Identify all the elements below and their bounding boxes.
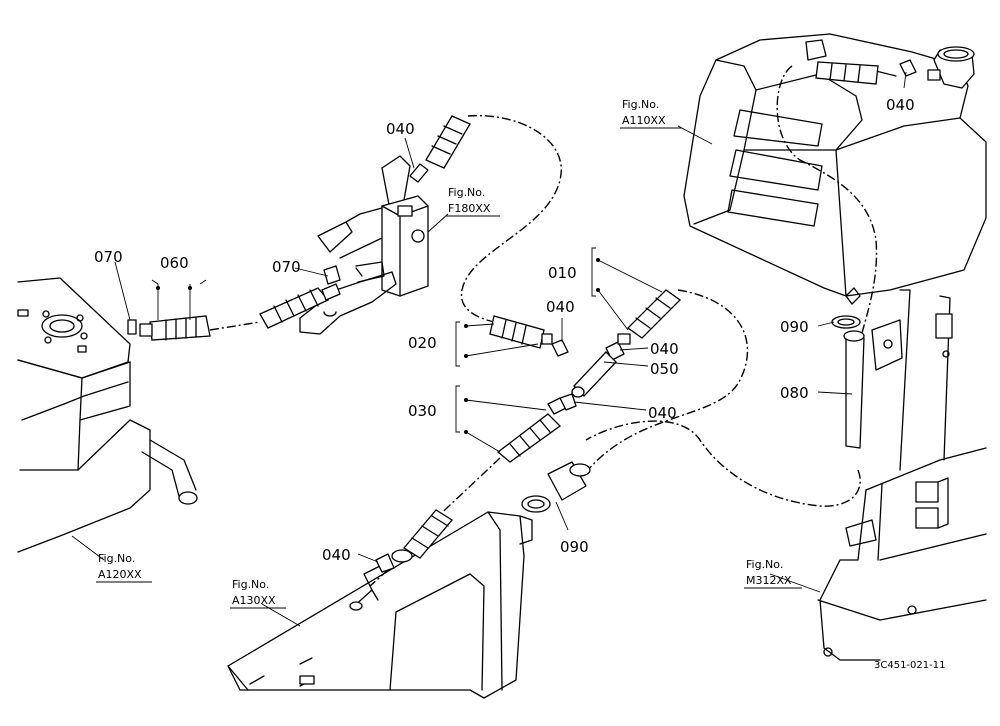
label-040-center: 040 xyxy=(546,298,575,316)
grip-top-right xyxy=(815,59,941,85)
figref-a130-prefix: Fig.No. xyxy=(232,578,269,591)
figref-a110: Fig.No. A110XX xyxy=(620,98,682,129)
bottom-radiator xyxy=(227,511,533,699)
clip-040-center-left xyxy=(551,339,569,357)
clip-040-lower-right xyxy=(559,393,577,411)
grip-010 xyxy=(617,289,682,345)
label-040-lower: 040 xyxy=(648,404,677,422)
label-040-top: 040 xyxy=(886,96,915,114)
label-050: 050 xyxy=(650,360,679,378)
figref-a130: Fig.No. A130XX xyxy=(230,578,286,609)
label-030: 030 xyxy=(408,402,437,420)
label-060: 060 xyxy=(160,254,189,272)
figref-a120: Fig.No. A120XX xyxy=(96,552,152,583)
tee-050 xyxy=(571,351,617,398)
figref-a120-code: A120XX xyxy=(98,568,142,581)
grip-bottom xyxy=(391,509,453,563)
hose-080 xyxy=(843,330,865,449)
figref-a120-prefix: Fig.No. xyxy=(98,552,135,565)
valve-bracket xyxy=(299,155,429,335)
hose-lines xyxy=(209,65,878,587)
label-010: 010 xyxy=(548,264,577,282)
figure-references: Fig.No. A110XX Fig.No. F180XX Fig.No. A1… xyxy=(96,98,802,609)
clamp-090-right xyxy=(831,315,861,329)
grip-020 xyxy=(489,315,553,349)
fitting-060 xyxy=(139,315,211,341)
figref-f180-code: F180XX xyxy=(448,202,491,215)
label-040-bottom: 040 xyxy=(322,546,351,564)
grip-f180-upper xyxy=(409,115,471,183)
label-090-right: 090 xyxy=(780,318,809,336)
clip-070-center xyxy=(323,265,341,285)
drawing-code: 3C451-021-11 xyxy=(874,660,945,671)
left-fuel-tank xyxy=(17,277,198,553)
label-070-left: 070 xyxy=(94,248,123,266)
clamp-090-lower xyxy=(521,461,591,513)
callout-leaders xyxy=(71,71,907,627)
grip-030 xyxy=(496,397,567,463)
figref-a110-code: A110XX xyxy=(622,114,666,127)
label-020: 020 xyxy=(408,334,437,352)
figref-a110-prefix: Fig.No. xyxy=(622,98,659,111)
label-040-right: 040 xyxy=(650,340,679,358)
clip-040-bottom xyxy=(375,553,395,573)
label-070-center: 070 xyxy=(272,258,301,276)
right-reservoir-tank xyxy=(683,33,987,305)
figref-m312: Fig.No. M312XX xyxy=(744,558,802,589)
label-040-bracket: 040 xyxy=(386,120,415,138)
grip-f180-lower xyxy=(259,283,341,329)
figref-m312-code: M312XX xyxy=(746,574,792,587)
figref-f180: Fig.No. F180XX xyxy=(446,186,500,217)
figref-m312-prefix: Fig.No. xyxy=(746,558,783,571)
figref-a130-code: A130XX xyxy=(232,594,276,607)
part-number-labels: 040 070 070 060 020 030 010 040 040 050 … xyxy=(94,96,915,564)
clip-070-left xyxy=(127,319,137,335)
label-090-bottom: 090 xyxy=(560,538,589,556)
fittings xyxy=(127,59,941,573)
label-080: 080 xyxy=(780,384,809,402)
figref-f180-prefix: Fig.No. xyxy=(448,186,485,199)
right-frame xyxy=(817,289,987,661)
